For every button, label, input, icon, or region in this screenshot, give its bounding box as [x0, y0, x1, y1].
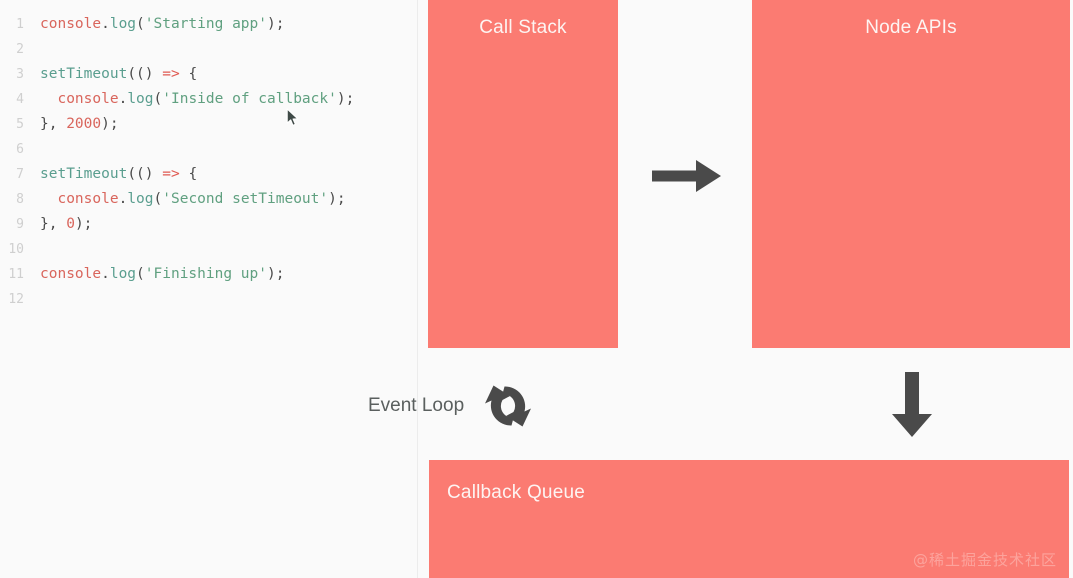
- code-token: (: [153, 191, 163, 207]
- event-loop-group: Event Loop: [368, 380, 534, 432]
- code-token: console: [57, 191, 119, 207]
- node-apis-box: Node APIs: [752, 0, 1070, 348]
- line-number: 2: [16, 42, 24, 57]
- code-token: );: [101, 116, 119, 132]
- code-line[interactable]: 3 setTimeout(() => {: [0, 62, 417, 87]
- code-line[interactable]: 6: [0, 137, 417, 162]
- code-token: log: [127, 191, 154, 207]
- code-token: );: [328, 191, 346, 207]
- line-number: 8: [16, 192, 24, 207]
- code-token: (: [136, 16, 145, 32]
- code-token: 0: [66, 216, 75, 232]
- line-number: 11: [8, 267, 24, 282]
- code-line[interactable]: 4 console.log('Inside of callback');: [0, 87, 417, 112]
- line-number: 12: [8, 292, 24, 307]
- code-token: log: [109, 16, 137, 32]
- node-apis-label: Node APIs: [865, 17, 957, 38]
- code-line[interactable]: 1 console.log('Starting app');: [0, 12, 417, 37]
- arrow-right-icon: [652, 158, 722, 194]
- code-token: =>: [153, 66, 189, 82]
- code-token: .: [101, 16, 110, 32]
- code-line-text: console.log('Finishing up');: [40, 262, 284, 287]
- code-token: console: [40, 266, 102, 282]
- code-token: );: [267, 266, 285, 282]
- line-number: 4: [16, 92, 24, 107]
- code-line[interactable]: 8 console.log('Second setTimeout');: [0, 187, 417, 212]
- code-token: 'Second setTimeout': [162, 191, 329, 207]
- code-token: [40, 191, 57, 207]
- code-token: },: [40, 216, 67, 232]
- code-token: (: [136, 266, 145, 282]
- callback-queue-box: Callback Queue @稀土掘金技术社区: [429, 460, 1069, 578]
- line-number: 10: [8, 242, 24, 257]
- code-line-text: console.log('Second setTimeout');: [40, 187, 346, 212]
- code-line[interactable]: 11 console.log('Finishing up');: [0, 262, 417, 287]
- code-line-text: setTimeout(() => {: [40, 162, 197, 187]
- loop-refresh-icon: [482, 380, 534, 432]
- code-token: =>: [153, 166, 189, 182]
- line-number: 6: [16, 142, 24, 157]
- code-token: console: [40, 16, 102, 32]
- code-token: console: [57, 91, 119, 107]
- code-line[interactable]: 10: [0, 237, 417, 262]
- code-line-text: console.log('Starting app');: [40, 12, 284, 37]
- code-token: );: [267, 16, 285, 32]
- event-loop-label: Event Loop: [368, 395, 465, 416]
- code-line[interactable]: 12: [0, 287, 417, 312]
- code-token: [40, 91, 57, 107]
- code-line-text: }, 2000);: [40, 112, 119, 137]
- code-token: {: [188, 166, 198, 182]
- call-stack-box: Call Stack: [428, 0, 618, 348]
- code-token: .: [118, 191, 128, 207]
- code-token: },: [40, 116, 67, 132]
- line-number: 7: [16, 167, 24, 182]
- code-token: {: [188, 66, 198, 82]
- code-line[interactable]: 7 setTimeout(() => {: [0, 162, 417, 187]
- code-token: 2000: [66, 116, 102, 132]
- code-token: setTimeout: [40, 166, 128, 182]
- code-token: (: [153, 91, 163, 107]
- code-line-text: console.log('Inside of callback');: [40, 87, 354, 112]
- code-line-text: }, 0);: [40, 212, 92, 237]
- call-stack-label: Call Stack: [479, 17, 567, 38]
- code-line[interactable]: 9}, 0);: [0, 212, 417, 237]
- watermark: @稀土掘金技术社区: [912, 551, 1057, 569]
- code-token: 'Starting app': [144, 16, 267, 32]
- line-number: 1: [16, 17, 24, 32]
- code-token: log: [109, 266, 137, 282]
- line-number: 5: [16, 117, 24, 132]
- code-token: 'Finishing up': [144, 266, 267, 282]
- code-line[interactable]: 2: [0, 37, 417, 62]
- callback-queue-label: Callback Queue: [447, 482, 585, 503]
- line-number: 9: [16, 217, 24, 232]
- code-token: setTimeout: [40, 66, 128, 82]
- line-number: 3: [16, 67, 24, 82]
- code-token: .: [101, 266, 110, 282]
- code-token: ((): [127, 66, 154, 82]
- code-token: );: [74, 216, 93, 232]
- code-line-text: setTimeout(() => {: [40, 62, 197, 87]
- code-token: ((): [127, 166, 154, 182]
- code-token: log: [127, 91, 154, 107]
- code-line[interactable]: 5}, 2000);: [0, 112, 417, 137]
- code-token: .: [118, 91, 128, 107]
- code-token: );: [336, 91, 355, 107]
- arrow-down-icon: [890, 372, 934, 438]
- code-token: 'Inside of callback': [162, 91, 337, 107]
